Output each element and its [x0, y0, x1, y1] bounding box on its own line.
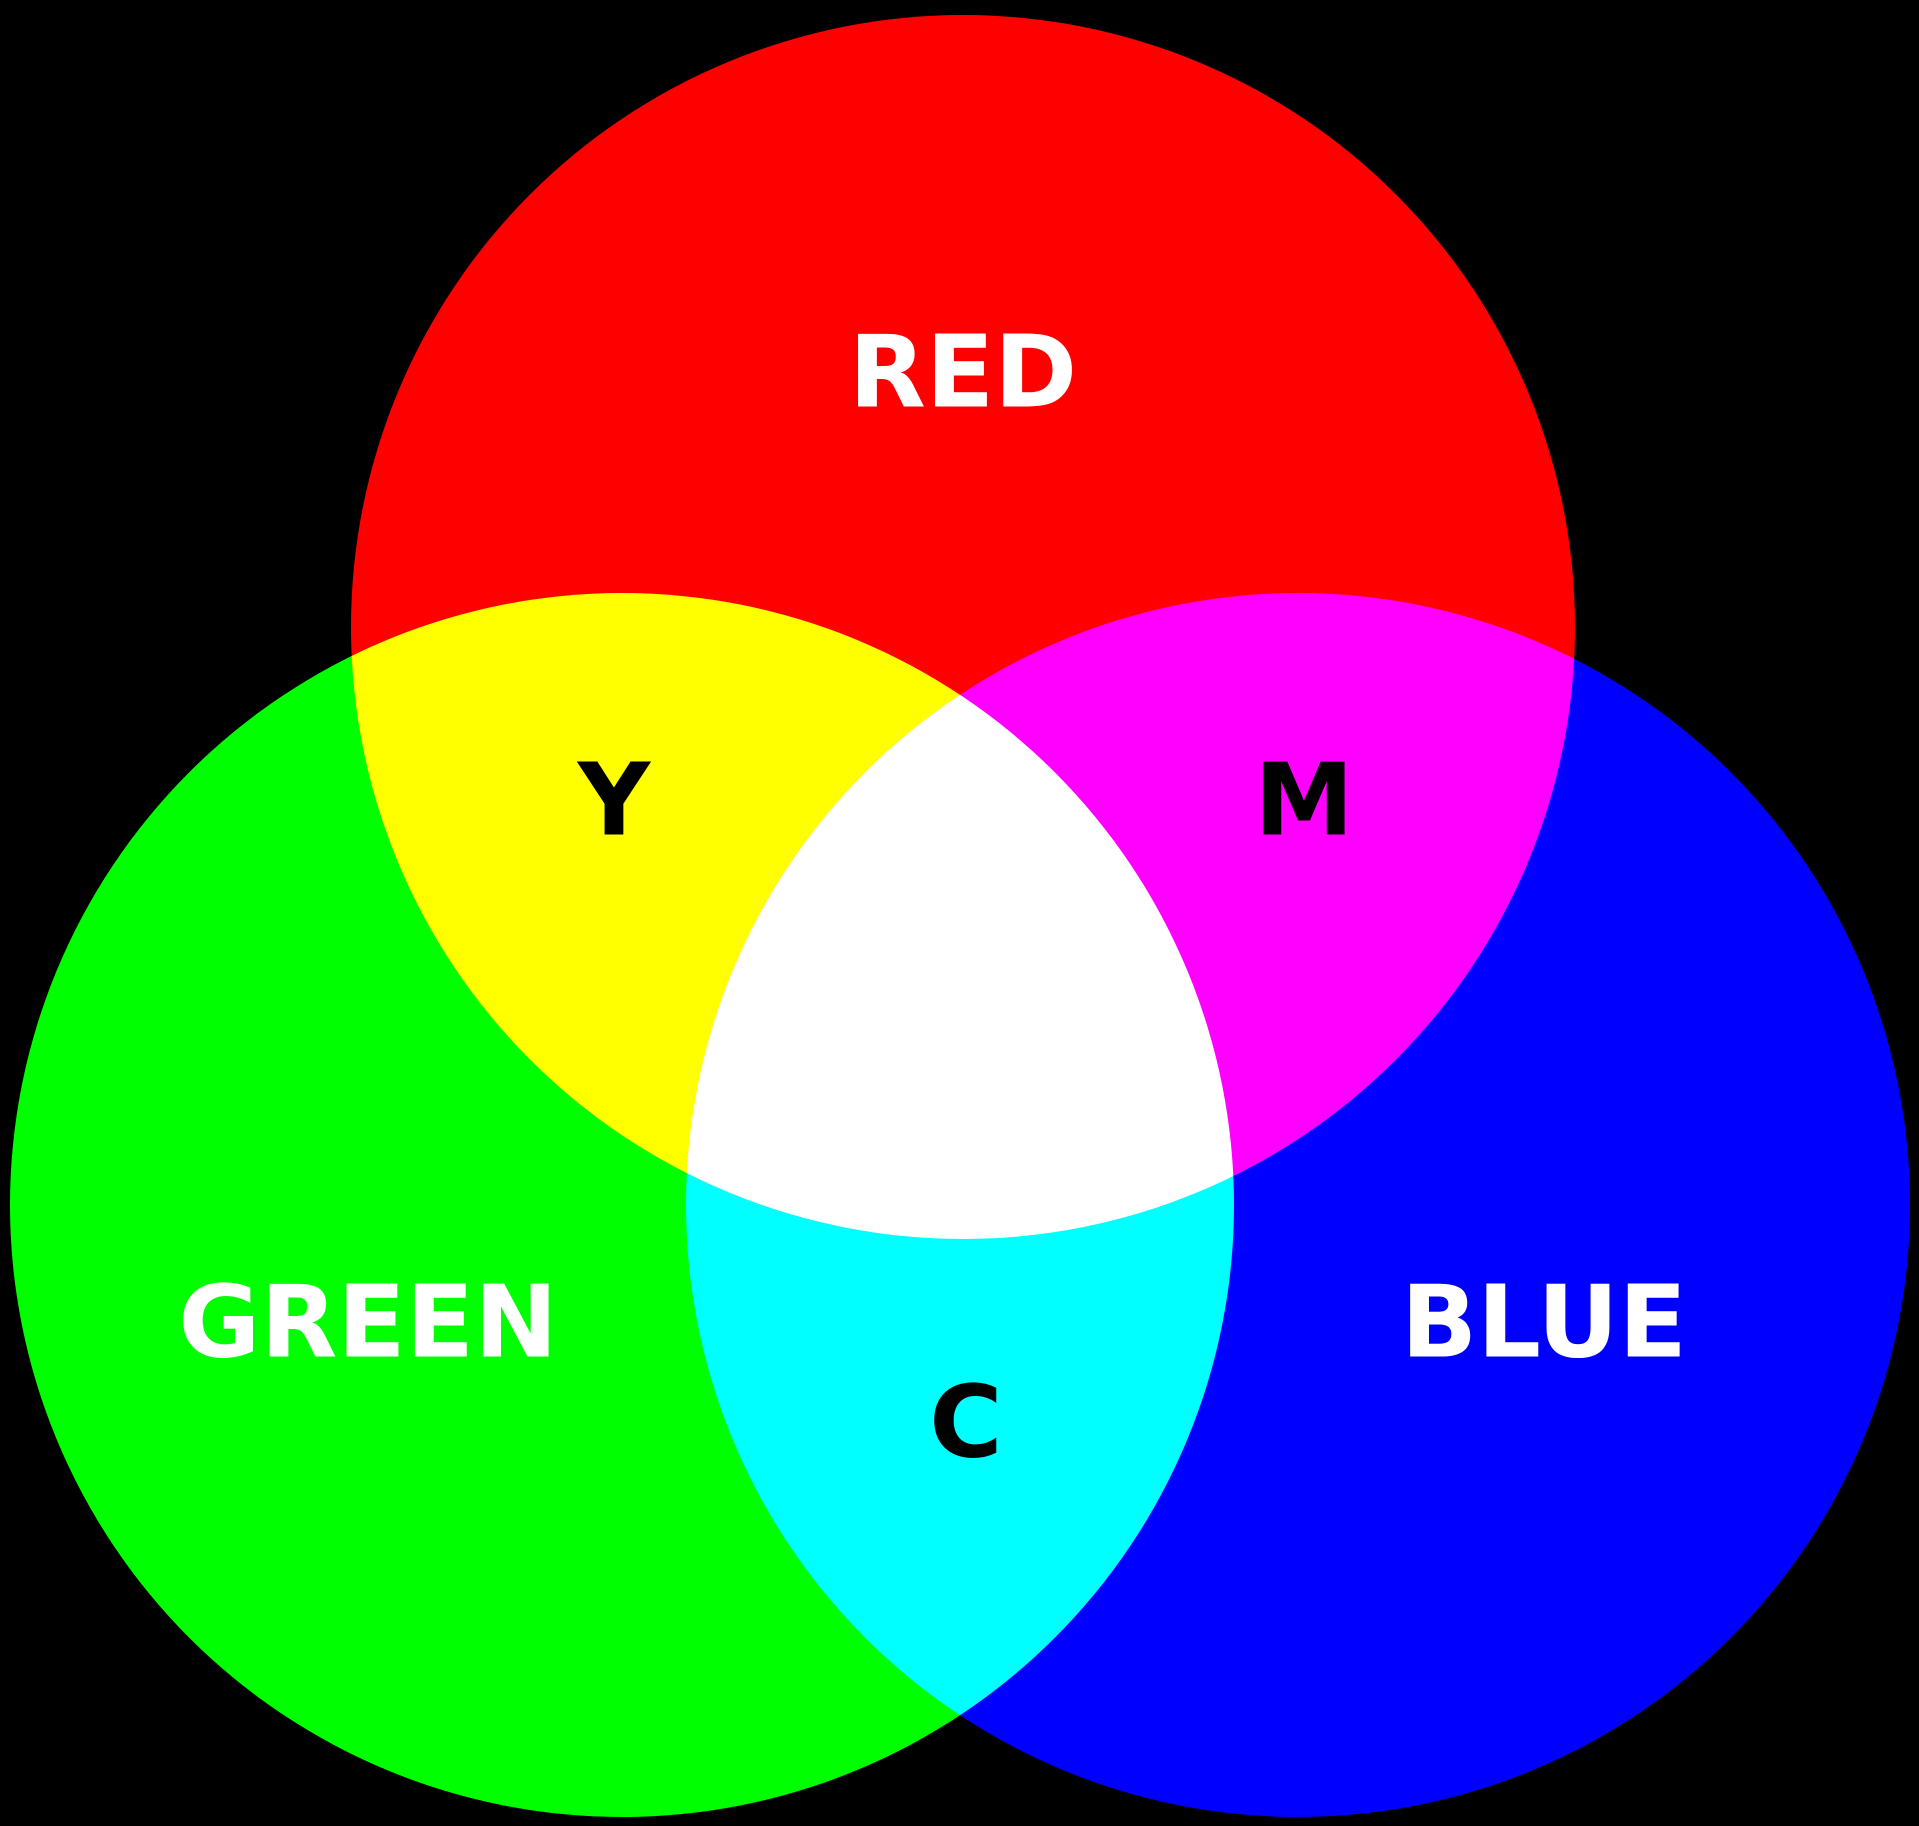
red-label: RED: [849, 314, 1077, 431]
green-label: GREEN: [178, 1264, 557, 1381]
circles-group: [10, 15, 1910, 1817]
cyan-overlap-label: C: [929, 1364, 1002, 1481]
yellow-overlap-label: Y: [577, 742, 652, 859]
blue-circle: [686, 593, 1910, 1817]
labels-group: RED GREEN BLUE Y M C: [178, 314, 1687, 1481]
magenta-overlap-label: M: [1254, 742, 1354, 859]
blue-label: BLUE: [1401, 1264, 1687, 1381]
